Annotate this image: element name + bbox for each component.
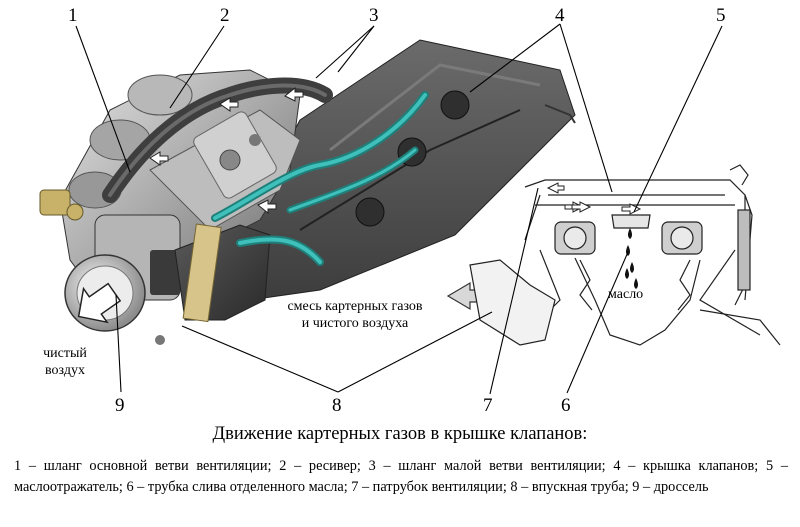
label-num-2: 2 xyxy=(220,5,230,26)
oil-label: масло xyxy=(608,287,644,302)
label-num-7: 7 xyxy=(483,395,493,416)
section-flow-arrows xyxy=(546,182,642,215)
label-num-5: 5 xyxy=(716,5,726,26)
leader-lines xyxy=(75,23,723,395)
figure-legend: 1 – шланг основной ветви вентиляции; 2 –… xyxy=(14,458,788,495)
valve-cover-section xyxy=(469,164,781,346)
label-num-3: 3 xyxy=(369,5,379,26)
label-num-4: 4 xyxy=(555,5,565,26)
label-num-6: 6 xyxy=(561,395,571,416)
valve-cover-3d xyxy=(229,39,576,301)
clean-air-arrow xyxy=(77,282,122,324)
label-num-1: 1 xyxy=(68,5,78,26)
gas-mix-label: смесь картерных газов и чистого воздуха xyxy=(262,298,448,332)
label-num-8: 8 xyxy=(332,395,342,416)
flow-arrows xyxy=(149,86,304,215)
gas-mix-label-line2: и чистого воздуха xyxy=(301,316,409,331)
engine-illustration xyxy=(39,23,781,395)
gas-mix-label-line1: смесь картерных газов xyxy=(287,299,423,314)
clean-air-label-line1: чистый xyxy=(43,346,87,361)
figure-caption: Движение картерных газов в крышке клапан… xyxy=(212,424,588,444)
clean-air-label: чистый воздух xyxy=(20,345,110,379)
oil-drops xyxy=(625,228,638,289)
label-num-9: 9 xyxy=(115,395,125,416)
clean-air-label-line2: воздух xyxy=(45,363,85,378)
